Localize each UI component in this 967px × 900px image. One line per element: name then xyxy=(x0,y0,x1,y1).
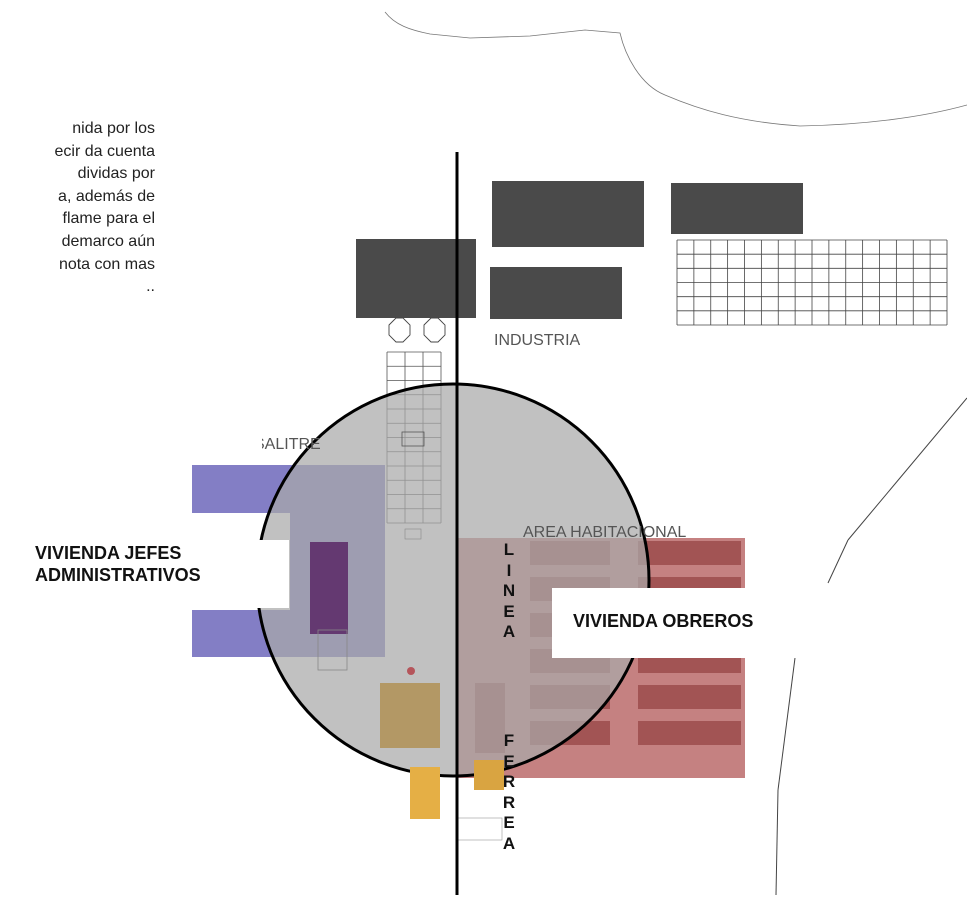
intro-line: nida por los xyxy=(72,120,155,137)
industry-grid-block xyxy=(676,239,948,326)
housing-row-block xyxy=(638,541,741,565)
vivienda-jefes-line-1: VIVIENDA JEFES xyxy=(35,543,182,563)
intro-line: dividas por xyxy=(77,165,155,183)
intro-line: ecir da cuenta xyxy=(54,142,155,160)
area-habitacional-label: AREA HABITACIONAL xyxy=(523,524,687,541)
ferrea-letter: E xyxy=(503,813,515,832)
intro-paragraph: nida por los ecir da cuenta dividas por … xyxy=(0,118,155,299)
intro-line: nota con mas xyxy=(58,255,155,273)
ferrea-letter: F xyxy=(503,731,515,750)
salitre-small-box xyxy=(401,431,425,447)
salitre-small-box-2 xyxy=(404,528,422,540)
terrain-line-4 xyxy=(775,789,779,896)
vivienda-obreros-label: VIVIENDA OBREROS xyxy=(573,611,754,631)
terrain-line-2 xyxy=(827,539,849,584)
industria-label: INDUSTRIA xyxy=(494,332,581,349)
small-outline-bottom xyxy=(457,817,503,841)
intro-line: flame para el xyxy=(62,210,156,228)
tank-2 xyxy=(423,317,446,343)
vivienda-jefes-line-2: ADMINISTRATIVOS xyxy=(35,565,201,585)
linea-label: L I N E A xyxy=(498,540,520,643)
ferrea-letter: A xyxy=(502,833,516,853)
tank-1 xyxy=(388,317,411,343)
intro-line: demarco aún xyxy=(61,232,155,250)
ferrea-letter: R xyxy=(502,772,516,791)
intro-line: a, además de xyxy=(58,187,155,205)
ferrea-letter: R xyxy=(502,792,516,812)
jefes-inner-block xyxy=(310,542,348,634)
terrain-outline xyxy=(384,11,967,127)
linea-letter: I xyxy=(506,560,512,580)
orange-block-2 xyxy=(474,760,504,790)
intro-line: .. xyxy=(146,278,155,296)
linea-letter: A xyxy=(502,622,516,641)
linea-letter: N xyxy=(502,581,516,600)
housing-row-block xyxy=(638,721,741,745)
mustard-block xyxy=(380,683,440,748)
linea-letter: E xyxy=(503,601,515,621)
marker-dot xyxy=(407,667,415,675)
terrain-line-1 xyxy=(847,397,967,541)
ferrea-letter: E xyxy=(503,751,515,771)
housing-row-block xyxy=(638,685,741,709)
orange-block-1 xyxy=(410,767,440,819)
salitre-label: SALITRE xyxy=(262,436,321,453)
industry-building-3 xyxy=(490,267,622,319)
industry-building-4 xyxy=(671,183,803,234)
ferrea-label: F E R R E A xyxy=(498,731,520,854)
vivienda-jefes-callout: VIVIENDA JEFES ADMINISTRATIVOS xyxy=(0,540,289,608)
linea-letter: L xyxy=(503,540,515,559)
industry-building-2 xyxy=(492,181,644,247)
jefes-outline xyxy=(317,629,348,671)
vivienda-obreros-callout: VIVIENDA OBREROS xyxy=(552,588,839,658)
terrain-line-3 xyxy=(777,657,796,791)
